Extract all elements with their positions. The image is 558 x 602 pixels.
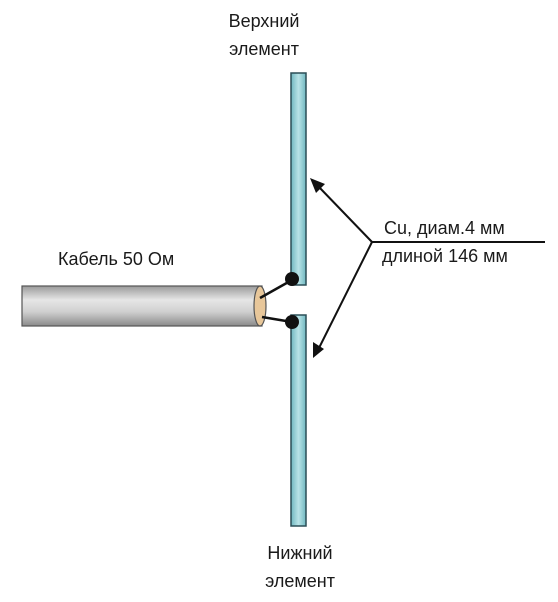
top-element-label-line1: Верхний [228,11,300,31]
callout-arrow-lower-icon [313,342,324,358]
cable-label: Кабель 50 Ом [58,249,175,269]
lower-solder-point [285,315,299,329]
lower-element-rod [290,314,307,527]
bottom-element-label-line2: элемент [265,571,335,591]
bottom-element-label-line1: Нижний [267,543,333,563]
upper-solder-point [285,272,299,286]
callout-line-lower [317,241,373,351]
coax-cable-end [253,285,267,327]
upper-element-rod [290,72,307,286]
top-element-label-line2: элемент [229,39,299,59]
coax-cable [21,285,263,327]
spec-label-line2: длиной 146 мм [382,246,508,266]
callout-arrow-upper-icon [310,178,325,193]
spec-label-line1: Cu, диам.4 мм [384,218,505,238]
callout-line-upper [317,185,373,243]
